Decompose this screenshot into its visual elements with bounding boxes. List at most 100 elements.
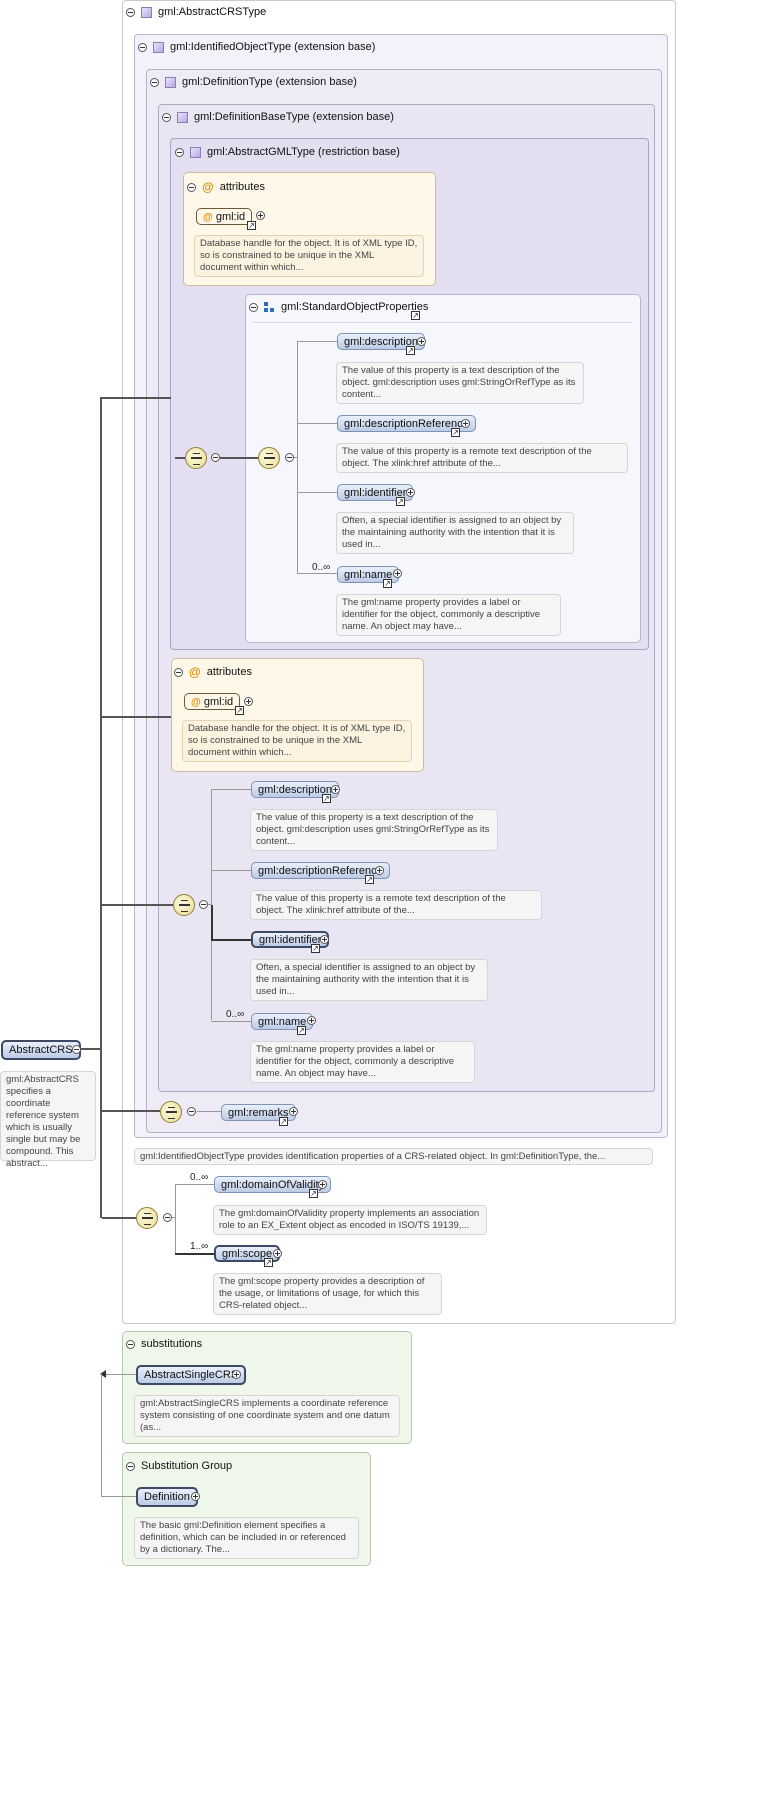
expand-icon[interactable]: [375, 866, 384, 875]
abstract-crs-type-header[interactable]: gml:AbstractCRSType: [126, 6, 266, 18]
collapse-icon[interactable]: [162, 112, 171, 122]
collapse-icon[interactable]: [150, 77, 159, 87]
element-doc: Often, a special identifier is assigned …: [336, 512, 574, 554]
description-element[interactable]: gml:description: [251, 781, 339, 798]
collapse-icon[interactable]: [72, 1045, 81, 1054]
reference-icon[interactable]: [365, 875, 374, 884]
sequence-icon[interactable]: [160, 1101, 182, 1123]
collapse-icon[interactable]: [187, 182, 196, 192]
reference-icon[interactable]: [247, 221, 256, 230]
sequence-icon[interactable]: [258, 447, 280, 469]
standard-object-properties-header[interactable]: gml:StandardObjectProperties: [249, 301, 428, 313]
expand-icon[interactable]: [318, 1180, 327, 1189]
sop-description-reference-element[interactable]: gml:descriptionReference: [337, 415, 476, 432]
reference-icon[interactable]: [396, 497, 405, 506]
gml-id-attribute[interactable]: @ gml:id: [196, 208, 252, 225]
expand-icon[interactable]: [417, 337, 426, 346]
attribute-doc: Database handle for the object. It is of…: [182, 720, 412, 762]
collapse-icon[interactable]: [174, 667, 183, 677]
sop-description-element[interactable]: gml:description: [337, 333, 425, 350]
collapse-icon[interactable]: [249, 302, 258, 312]
identified-object-type-header[interactable]: gml:IdentifiedObjectType (extension base…: [138, 41, 375, 53]
collapse-icon[interactable]: [285, 453, 294, 462]
attributes-header[interactable]: @ attributes: [187, 180, 265, 194]
attributes-header[interactable]: @ attributes: [174, 665, 252, 679]
abstract-crs-element[interactable]: AbstractCRS: [1, 1040, 81, 1060]
definition-type-header[interactable]: gml:DefinitionType (extension base): [150, 76, 357, 88]
abstract-single-crs-element[interactable]: AbstractSingleCRS: [136, 1365, 247, 1385]
gml-id-attribute[interactable]: @ gml:id: [184, 693, 240, 710]
attribute-icon: @: [191, 697, 201, 708]
definition-base-type-header[interactable]: gml:DefinitionBaseType (extension base): [162, 111, 394, 123]
attribute-doc: Database handle for the object. It is of…: [194, 235, 424, 277]
reference-icon[interactable]: [311, 944, 320, 953]
type-label: gml:AbstractGMLType (restriction base): [207, 146, 400, 158]
reference-icon[interactable]: [406, 346, 415, 355]
element-doc: The gml:name property provides a label o…: [250, 1041, 475, 1083]
expand-icon[interactable]: [320, 935, 329, 944]
reference-icon[interactable]: [411, 311, 420, 320]
definition-element[interactable]: Definition: [136, 1487, 198, 1507]
type-label: gml:AbstractCRSType: [158, 6, 267, 18]
collapse-icon[interactable]: [163, 1213, 172, 1222]
element-doc: The value of this property is a remote t…: [250, 890, 542, 920]
sequence-icon[interactable]: [185, 447, 207, 469]
description-reference-element[interactable]: gml:descriptionReference: [251, 862, 390, 879]
element-doc: The value of this property is a text des…: [336, 362, 584, 404]
connector: [294, 457, 298, 458]
connector: [297, 341, 337, 342]
expand-icon[interactable]: [307, 1016, 316, 1025]
connector: [102, 1217, 136, 1219]
collapse-icon[interactable]: [126, 1339, 135, 1349]
connector: [211, 939, 251, 941]
expand-icon[interactable]: [232, 1370, 241, 1379]
connector: [197, 1111, 221, 1112]
attributes-title: attributes: [219, 181, 265, 193]
domain-of-validity-element[interactable]: gml:domainOfValidity: [214, 1176, 332, 1193]
sequence-icon[interactable]: [136, 1207, 158, 1229]
remarks-element[interactable]: gml:remarks: [221, 1104, 296, 1121]
reference-icon[interactable]: [264, 1258, 273, 1267]
abstract-gml-type-header[interactable]: gml:AbstractGMLType (restriction base): [175, 146, 400, 158]
collapse-icon[interactable]: [138, 42, 147, 52]
expand-icon[interactable]: [461, 419, 470, 428]
attribute-icon: @: [203, 212, 213, 223]
expand-icon[interactable]: [256, 211, 265, 220]
sop-identifier-element[interactable]: gml:identifier: [337, 484, 414, 501]
element-doc: The value of this property is a remote t…: [336, 443, 628, 473]
collapse-icon[interactable]: [126, 1461, 135, 1471]
type-label: gml:IdentifiedObjectType (extension base…: [170, 41, 376, 53]
expand-icon[interactable]: [406, 488, 415, 497]
substitutions-title: substitutions: [141, 1338, 203, 1350]
connector: [297, 423, 337, 424]
complex-type-icon: [165, 76, 176, 88]
reference-icon[interactable]: [235, 706, 244, 715]
collapse-icon[interactable]: [126, 7, 135, 17]
substitutions-header[interactable]: substitutions: [126, 1338, 202, 1350]
attribute-label: gml:id: [215, 211, 246, 223]
connector: [101, 1374, 102, 1496]
collapse-icon[interactable]: [187, 1107, 196, 1116]
reference-icon[interactable]: [322, 794, 331, 803]
reference-icon[interactable]: [279, 1117, 288, 1126]
expand-icon[interactable]: [331, 785, 340, 794]
expand-icon[interactable]: [191, 1492, 200, 1501]
substitution-group-header[interactable]: Substitution Group: [126, 1460, 232, 1472]
collapse-icon[interactable]: [175, 147, 184, 157]
connector: [175, 1184, 214, 1185]
expand-icon[interactable]: [244, 697, 253, 706]
expand-icon[interactable]: [273, 1249, 282, 1258]
connector: [102, 397, 171, 399]
collapse-icon[interactable]: [211, 453, 220, 462]
reference-icon[interactable]: [297, 1026, 306, 1035]
reference-icon[interactable]: [309, 1189, 318, 1198]
sequence-icon[interactable]: [173, 894, 195, 916]
connector: [172, 1217, 176, 1218]
reference-icon[interactable]: [451, 428, 460, 437]
collapse-icon[interactable]: [199, 900, 208, 909]
reference-icon[interactable]: [383, 579, 392, 588]
expand-icon[interactable]: [393, 569, 402, 578]
identifier-element[interactable]: gml:identifier: [251, 931, 330, 948]
element-doc: The gml:domainOfValidity property implem…: [213, 1205, 487, 1235]
expand-icon[interactable]: [289, 1107, 298, 1116]
